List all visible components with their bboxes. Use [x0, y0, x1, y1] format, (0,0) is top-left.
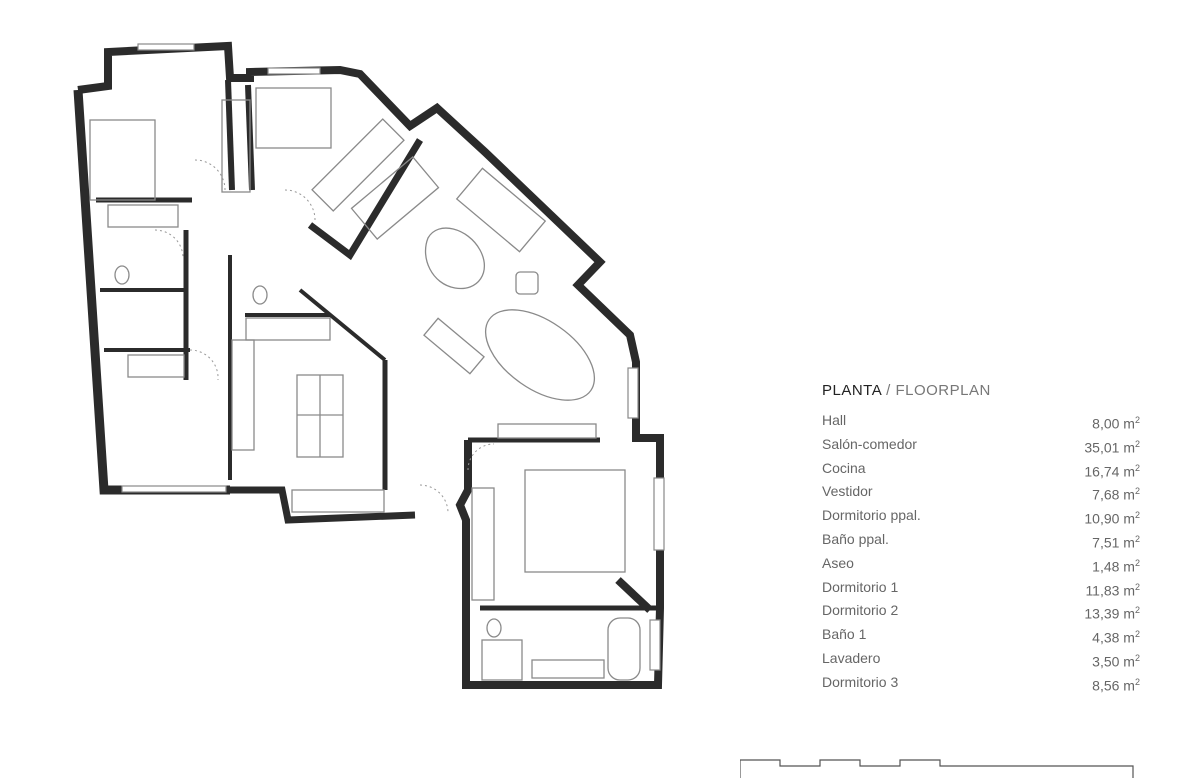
- room-area: 16,74 m2: [1084, 462, 1140, 480]
- window: [121, 485, 227, 493]
- room-row: Cocina 16,74 m2: [822, 457, 1140, 481]
- legend-title-separator: /: [881, 382, 896, 399]
- interior-wall: [307, 138, 423, 261]
- window: [649, 619, 661, 671]
- floorplan-drawing: [73, 41, 665, 689]
- bed: [89, 119, 156, 201]
- room-row: Lavadero 3,50 m2: [822, 647, 1140, 671]
- interior-wall: [615, 577, 653, 613]
- room-row: Hall 8,00 m2: [822, 409, 1140, 433]
- scale-bar: [740, 759, 1134, 778]
- room-name: Lavadero: [822, 649, 881, 666]
- bed: [524, 469, 626, 573]
- room-area: 7,68 m2: [1092, 486, 1140, 504]
- room-row: Baño ppal. 7,51 m2: [822, 528, 1140, 552]
- coffee-table: [424, 227, 485, 290]
- room-name: Dormitorio 3: [822, 673, 899, 690]
- room-area: 7,51 m2: [1092, 533, 1140, 551]
- room-name: Dormitorio ppal.: [822, 507, 921, 524]
- wardrobe: [221, 99, 251, 193]
- room-row: Dormitorio 1 11,83 m2: [822, 576, 1140, 600]
- room-name: Dormitorio 1: [822, 578, 899, 595]
- room-name: Baño 1: [822, 626, 867, 643]
- room-name: Hall: [822, 412, 847, 428]
- window: [627, 367, 639, 419]
- room-row: Dormitorio 2 13,39 m2: [822, 599, 1140, 623]
- room-area: 13,39 m2: [1084, 605, 1140, 623]
- room-area: 8,00 m2: [1092, 415, 1140, 432]
- room-name: Dormitorio 2: [822, 602, 899, 619]
- toilet: [486, 618, 502, 638]
- room-area: 10,90 m2: [1084, 510, 1140, 527]
- door-swing: [467, 443, 495, 471]
- room-name: Vestidor: [822, 483, 873, 500]
- window: [653, 477, 665, 551]
- door-swing: [189, 349, 219, 381]
- kitchen-counter: [231, 339, 255, 451]
- exterior-wall-northwest: [77, 41, 664, 689]
- dining-table: [484, 309, 596, 401]
- exterior-wall-south: [230, 486, 416, 524]
- room-list: Hall 8,00 m2 Salón-comedor 35,01 m2 Cocina 16…: [822, 409, 1140, 695]
- vanity: [531, 659, 605, 679]
- window: [137, 43, 195, 51]
- room-row: Dormitorio ppal. 10,90 m2: [822, 504, 1140, 528]
- sofa: [311, 118, 405, 212]
- shower: [481, 639, 523, 681]
- room-row: Dormitorio 3 8,56 m2: [822, 671, 1140, 695]
- interior-wall: [298, 288, 387, 362]
- armchair: [515, 271, 539, 295]
- room-name: Baño ppal.: [822, 530, 889, 547]
- room-area: 11,83 m2: [1085, 581, 1140, 599]
- sofa: [350, 156, 440, 240]
- room-row: Salón-comedor 35,01 m2: [822, 433, 1140, 457]
- door-swing: [284, 189, 316, 221]
- door-swing: [194, 159, 226, 191]
- kitchen-counter: [245, 317, 331, 341]
- vanity: [107, 204, 179, 228]
- legend-title-sub: FLOORPLAN: [895, 382, 991, 399]
- legend-title-main: PLANTA: [822, 382, 882, 399]
- legend-title: PLANTA / FLOORPLAN: [822, 382, 1140, 399]
- door-swing: [154, 229, 184, 259]
- room-name: Aseo: [822, 554, 854, 571]
- toilet: [114, 265, 130, 285]
- bed: [255, 87, 332, 149]
- toilet: [252, 285, 268, 305]
- window: [267, 67, 321, 75]
- door-swing: [419, 484, 449, 514]
- room-row: Aseo 1,48 m2: [822, 552, 1140, 576]
- bar-counter: [423, 317, 485, 375]
- room-name: Salón-comedor: [822, 435, 917, 452]
- room-row: Vestidor 7,68 m2: [822, 480, 1140, 504]
- wardrobe: [127, 354, 185, 378]
- room-area: 3,50 m2: [1092, 652, 1140, 670]
- sofa: [455, 167, 547, 253]
- room-area: 1,48 m2: [1092, 557, 1140, 575]
- room-area: 35,01 m2: [1084, 438, 1140, 456]
- interior-wall: [225, 79, 235, 191]
- room-area: 8,56 m2: [1092, 676, 1140, 694]
- bathtub: [607, 617, 641, 681]
- room-row: Baño 1 4,38 m2: [822, 623, 1140, 647]
- kitchen-counter: [291, 489, 385, 513]
- wardrobe: [471, 487, 495, 601]
- room-name: Cocina: [822, 459, 866, 476]
- room-area: 4,38 m2: [1092, 629, 1140, 646]
- desk: [497, 423, 597, 439]
